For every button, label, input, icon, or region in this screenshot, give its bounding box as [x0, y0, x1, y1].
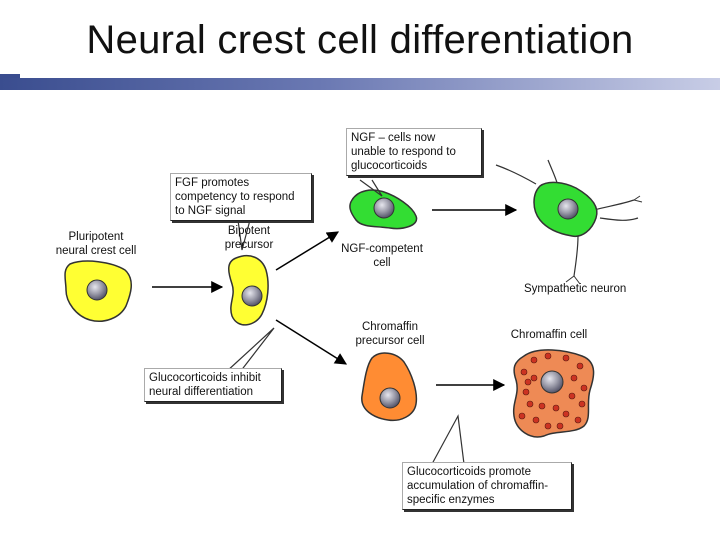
granule — [522, 388, 530, 396]
callout-ngf: NGF – cells now unable to respond to glu… — [346, 128, 482, 176]
granule — [518, 412, 526, 420]
callout-pointers — [225, 179, 465, 465]
sympathetic-neuron — [495, 159, 643, 285]
ngf-competent-cell — [349, 189, 418, 230]
chromaffin-precursor-cell — [361, 352, 418, 422]
bipotent-cell — [228, 254, 269, 326]
granule — [526, 400, 534, 408]
granule — [576, 362, 584, 370]
granule — [532, 416, 540, 424]
callout-gluco-inhibit: Glucocorticoids inhibit neural different… — [144, 368, 282, 402]
label-ngf-competent: NGF-competent cell — [341, 243, 423, 269]
granule — [574, 416, 582, 424]
granule — [570, 374, 578, 382]
arrow-bipotent-to-ngf-competent — [275, 231, 340, 271]
granule — [562, 354, 570, 362]
granule — [538, 402, 546, 410]
label-sympathetic-neuron: Sympathetic neuron — [524, 283, 627, 295]
pointer-fgf — [237, 219, 251, 251]
label-bipotent: Bipotent precursor — [224, 225, 274, 251]
granule — [562, 410, 570, 418]
pointer-gluco-promote — [431, 414, 465, 465]
chromaffin-granules — [518, 352, 588, 430]
callout-gluco-promote: Glucocorticoids promote accumulation of … — [402, 462, 572, 510]
pluripotent-cell — [64, 260, 132, 322]
chromaffin-cell — [512, 349, 595, 438]
granule — [544, 352, 552, 360]
title-underline-bar — [0, 74, 720, 90]
arrow-bipotent-to-chromaffin-precursor — [275, 319, 348, 365]
label-chromaffin-precursor: Chromaffin precursor cell — [355, 321, 425, 347]
granule — [544, 422, 552, 430]
granule — [530, 374, 538, 382]
label-chromaffin-cell: Chromaffin cell — [510, 329, 588, 341]
granule — [556, 422, 564, 430]
granule — [552, 404, 560, 412]
page-title: Neural crest cell differentiation — [86, 18, 634, 62]
pointer-gluco-inhibit — [225, 327, 275, 373]
granule — [524, 378, 532, 386]
callout-fgf: FGF promotes competency to respond to NG… — [170, 173, 312, 221]
granule — [578, 400, 586, 408]
granule — [580, 384, 588, 392]
granule — [568, 392, 576, 400]
label-pluripotent: Pluripotent neural crest cell — [55, 231, 137, 257]
granule — [530, 356, 538, 364]
granule — [520, 368, 528, 376]
pointer-ngf — [359, 179, 383, 197]
